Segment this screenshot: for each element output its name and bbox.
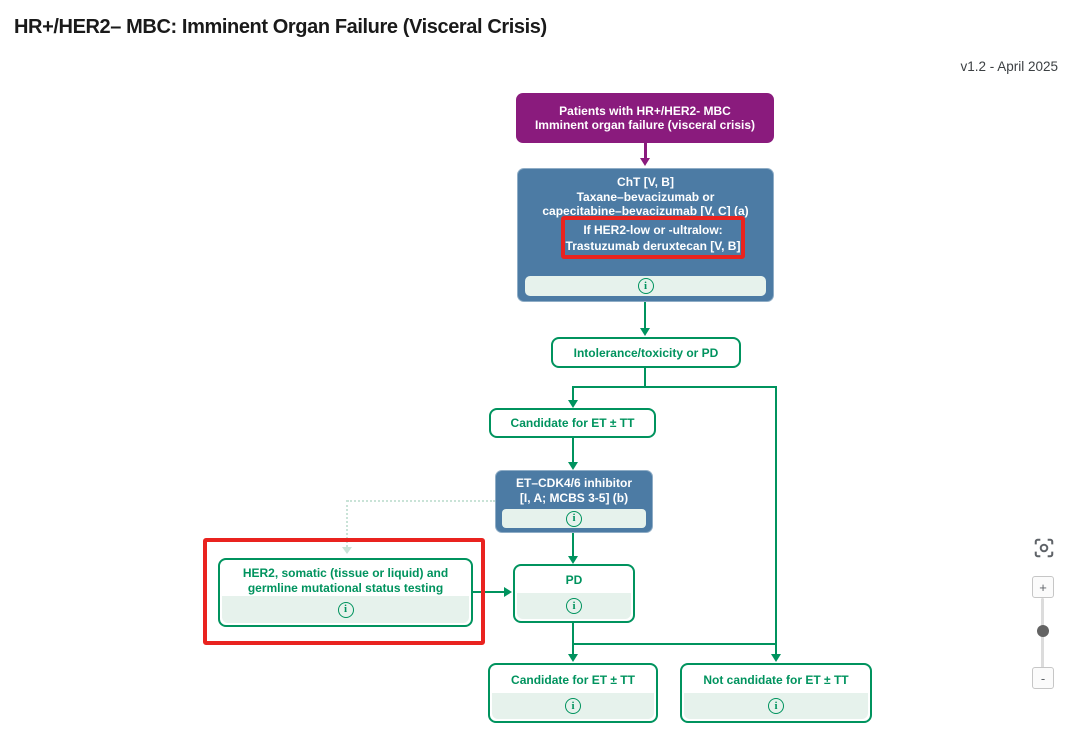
connector-etcdk-pd: [572, 533, 574, 556]
node-candidate-bottom: Candidate for ET ± TT i: [488, 663, 658, 723]
node-cht: ChT [V, B] Taxane–bevacizumab or capecit…: [517, 168, 774, 302]
dotted-arrowhead-her2: [342, 547, 352, 554]
connector-to-candidate-top: [572, 386, 574, 400]
connector-her2-pd: [473, 591, 504, 593]
arrowhead-pd: [568, 556, 578, 564]
node-her2-testing: HER2, somatic (tissue or liquid) and ger…: [218, 558, 473, 627]
info-icon[interactable]: i: [566, 598, 582, 614]
arrowhead-not-candidate: [771, 654, 781, 662]
info-icon[interactable]: i: [337, 601, 354, 618]
node-her2-line2: germline mutational status testing: [247, 581, 444, 595]
node-et-cdk: ET–CDK4/6 inhibitor [I, A; MCBS 3-5] (b)…: [495, 470, 653, 533]
node-patients: Patients with HR+/HER2- MBC Imminent org…: [516, 93, 774, 143]
info-strip-pd: i: [517, 593, 631, 619]
zoom-out-button[interactable]: -: [1032, 667, 1054, 689]
info-strip-not-candidate: i: [684, 693, 868, 719]
arrowhead-candidate-bottom: [568, 654, 578, 662]
connector-patients-cht: [644, 143, 647, 159]
node-not-candidate-label: Not candidate for ET ± TT: [703, 673, 849, 687]
connector-cht-intolerance: [644, 302, 646, 328]
node-et-cdk-line2: [I, A; MCBS 3-5] (b): [519, 491, 629, 505]
node-her2-line1: HER2, somatic (tissue or liquid) and: [242, 566, 449, 580]
info-strip-cht: i: [525, 276, 766, 296]
connector-to-candidate-bottom: [572, 643, 574, 654]
zoom-in-label: +: [1039, 579, 1047, 595]
arrowhead-cht-intolerance: [640, 328, 650, 336]
connector-split-bottom: [572, 643, 777, 645]
info-icon[interactable]: i: [566, 510, 582, 527]
arrowhead-etcdk: [568, 462, 578, 470]
info-icon[interactable]: i: [565, 698, 581, 714]
arrowhead-patients-cht: [640, 158, 650, 166]
node-cht-line1: ChT [V, B]: [617, 175, 674, 189]
node-candidate-top: Candidate for ET ± TT: [489, 408, 656, 438]
zoom-in-button[interactable]: +: [1032, 576, 1054, 598]
frame-crosshair-icon-svg: [1034, 538, 1054, 558]
info-strip-et-cdk: i: [502, 509, 646, 528]
node-cht-highlight2: Trastuzumab deruxtecan [V, B]: [565, 239, 741, 253]
highlight-annotation-cht: If HER2-low or -ultralow: Trastuzumab de…: [561, 216, 745, 259]
arrowhead-candidate-top: [568, 400, 578, 408]
info-strip-her2: i: [222, 596, 469, 623]
zoom-out-label: -: [1040, 670, 1046, 686]
arrowhead-her2-pd: [504, 587, 512, 597]
connector-pd-stem: [572, 623, 574, 644]
page-title: HR+/HER2– MBC: Imminent Organ Failure (V…: [14, 16, 547, 38]
dotted-connector-horizontal: [347, 500, 495, 502]
node-intolerance: Intolerance/toxicity or PD: [551, 337, 741, 368]
info-strip-candidate-bottom: i: [492, 693, 654, 719]
highlight-annotation-her2: [203, 538, 485, 645]
node-intolerance-label: Intolerance/toxicity or PD: [573, 345, 719, 360]
version-label: v1.2 - April 2025: [960, 59, 1058, 74]
frame-crosshair-icon[interactable]: [1033, 537, 1055, 559]
node-pd: PD i: [513, 564, 635, 623]
node-et-cdk-line1: ET–CDK4/6 inhibitor: [515, 476, 632, 490]
node-patients-line2: Imminent organ failure (visceral crisis): [534, 118, 756, 132]
connector-candidate-etcdk: [572, 438, 574, 462]
info-icon[interactable]: i: [768, 698, 784, 714]
dotted-connector-vertical: [346, 500, 348, 547]
node-not-candidate: Not candidate for ET ± TT i: [680, 663, 872, 723]
node-pd-label: PD: [565, 573, 583, 587]
node-patients-line1: Patients with HR+/HER2- MBC: [559, 103, 731, 118]
connector-split-top: [572, 386, 777, 388]
node-cht-line3: capecitabine–bevacizumab [V, C] (a): [542, 204, 749, 218]
connector-to-not-candidate: [775, 386, 777, 654]
zoom-slider-handle[interactable]: [1037, 625, 1049, 637]
node-candidate-bottom-label: Candidate for ET ± TT: [511, 673, 635, 687]
info-icon[interactable]: i: [637, 278, 654, 294]
connector-intolerance-stem: [644, 368, 646, 387]
node-candidate-top-label: Candidate for ET ± TT: [510, 416, 635, 430]
node-cht-highlight1: If HER2-low or -ultralow:: [583, 223, 723, 237]
node-cht-line2: Taxane–bevacizumab or: [576, 189, 715, 204]
